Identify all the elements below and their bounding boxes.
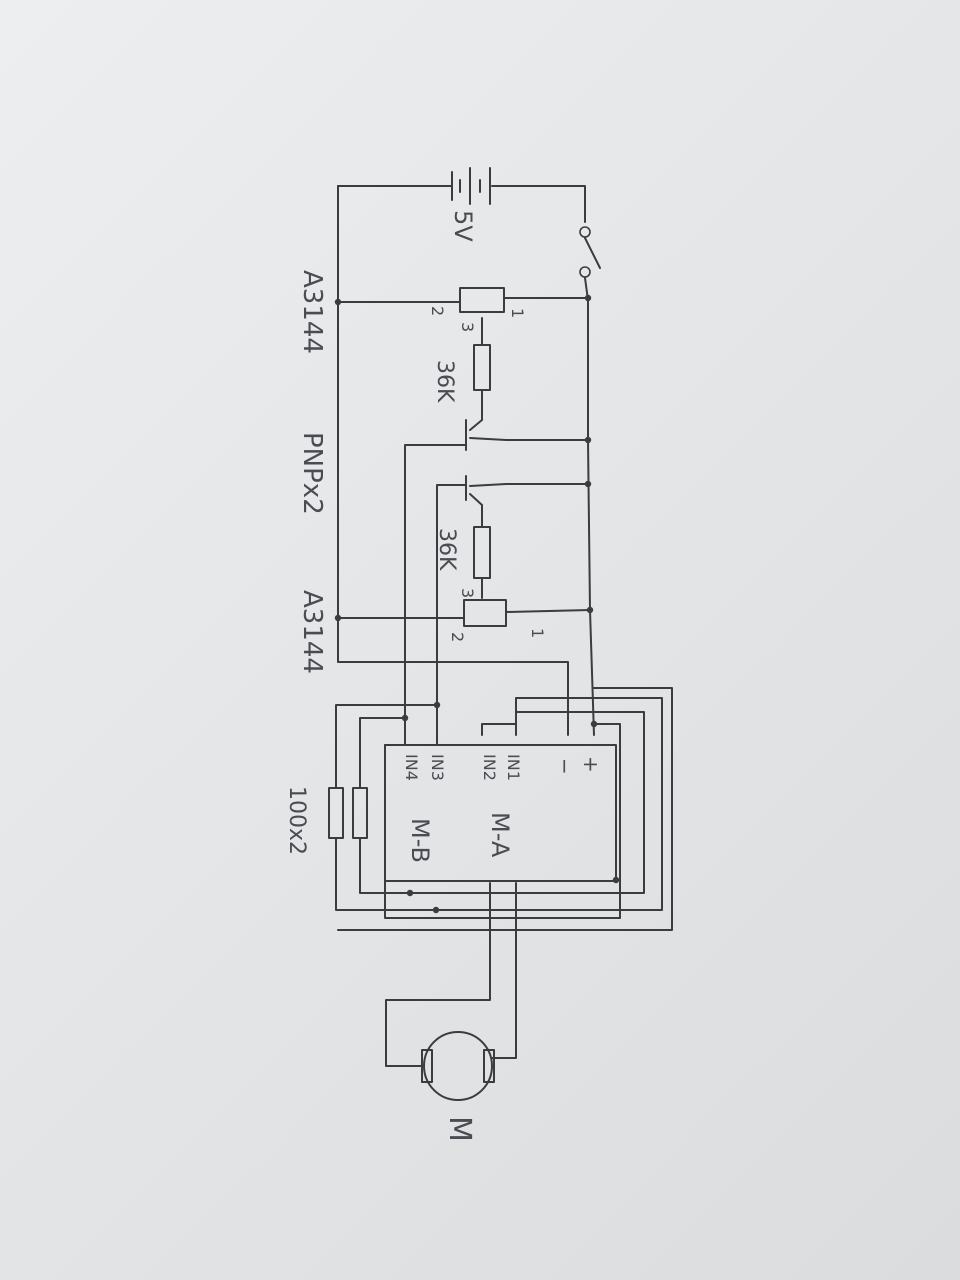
potentiometer-bottom xyxy=(463,599,507,627)
label-a3144-left: A3144 xyxy=(297,270,327,354)
resistor-36k-top xyxy=(473,344,491,391)
battery-voltage-label: 5V xyxy=(449,210,477,242)
circuit-wires xyxy=(335,185,673,1067)
label-pnp-x2: PNPx2 xyxy=(297,432,327,515)
pot-top-pin-2: 2 xyxy=(428,306,447,316)
motor-driver-board xyxy=(384,744,617,882)
resistor-bottom-label: 36K xyxy=(434,528,459,571)
resistor-100-a xyxy=(352,787,368,839)
driver-pin-in4: IN4 xyxy=(402,754,421,781)
battery-symbol xyxy=(451,167,491,205)
junctions xyxy=(334,294,620,914)
pot-bottom-pin-2: 2 xyxy=(448,632,467,642)
label-a3144-right: A3144 xyxy=(297,590,327,674)
pot-bottom-pin-3: 3 xyxy=(458,588,477,598)
driver-pin-in3: IN3 xyxy=(428,754,447,781)
pot-top-pin-1: 1 xyxy=(508,308,527,318)
pot-bottom-pin-1: 1 xyxy=(528,628,547,638)
dc-motor xyxy=(421,1031,495,1101)
driver-pin-plus: + xyxy=(579,756,603,773)
driver-channel-a: M-A xyxy=(486,812,514,858)
potentiometer-top xyxy=(459,287,505,313)
driver-pin-minus: − xyxy=(553,758,577,775)
load-resistor-label: 100x2 xyxy=(284,786,309,855)
resistor-top-label: 36K xyxy=(432,360,457,403)
resistor-100-b xyxy=(328,787,344,839)
driver-pin-in1: IN1 xyxy=(504,754,523,781)
driver-channel-b: M-B xyxy=(406,818,434,863)
driver-pin-in2: IN2 xyxy=(480,754,499,781)
pot-top-pin-3: 3 xyxy=(458,322,477,332)
motor-label: M xyxy=(442,1116,477,1142)
resistor-36k-bottom xyxy=(473,526,491,579)
